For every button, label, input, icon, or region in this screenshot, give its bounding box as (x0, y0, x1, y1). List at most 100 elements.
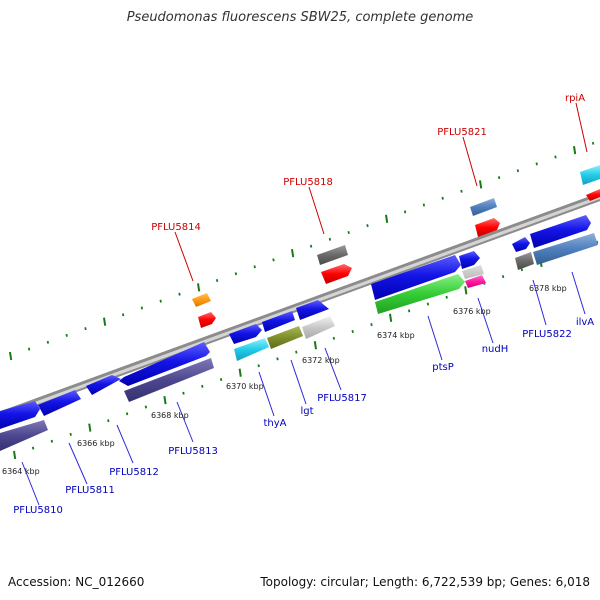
gene-label-pflu5817: PFLU5817 (317, 393, 367, 404)
gene-label-pflu5810: PFLU5810 (13, 505, 63, 516)
scale-tick (253, 265, 256, 269)
gene-label-thya: thyA (263, 418, 286, 429)
gene-feature (86, 375, 121, 395)
gene-feature (302, 316, 335, 339)
scale-tick (107, 419, 110, 423)
upper-feature-track (192, 165, 600, 328)
gene-feature (321, 264, 352, 284)
gene-label-pflu5822: PFLU5822 (522, 329, 572, 340)
scale-tick (445, 295, 448, 299)
scale-tick (159, 299, 162, 303)
gene-feature (192, 293, 211, 307)
upper-tick-row (9, 141, 595, 361)
leader-line-pflu5817 (324, 347, 342, 391)
scale-tick (9, 351, 13, 361)
scale-tick (201, 384, 204, 388)
gene-feature (198, 312, 216, 328)
gene-feature (580, 165, 600, 185)
leader-line-lgt (290, 359, 307, 405)
scale-tick (479, 180, 483, 189)
gene-feature (234, 338, 269, 361)
gene-feature (530, 215, 591, 248)
scale-label: 6368 kbp (151, 411, 189, 420)
scale-tick (332, 336, 336, 340)
scale-tick (178, 292, 181, 296)
scale-tick (460, 189, 463, 193)
gene-label-pflu5811: PFLU5811 (65, 485, 115, 496)
scale-tick (426, 302, 430, 306)
scale-label: 6378 kbp (529, 284, 567, 293)
scale-tick (31, 446, 35, 450)
scale-tick (125, 412, 129, 416)
scale-tick (403, 210, 407, 214)
scale-tick (65, 333, 68, 337)
scale-tick (441, 196, 444, 200)
scale-tick (27, 347, 31, 351)
scale-label: 6364 kbp (2, 467, 40, 476)
scale-tick (46, 340, 50, 344)
gene-feature (124, 358, 214, 402)
gene-label-lgt: lgt (300, 406, 313, 417)
leader-line-pflu5821 (462, 136, 478, 187)
gene-feature (317, 245, 348, 265)
map-title: Pseudomonas fluorescens SBW25, complete … (126, 10, 474, 25)
scale-tick (366, 224, 369, 228)
leader-lines (21, 102, 588, 506)
gene-feature (512, 237, 530, 252)
leader-line-pflu5812 (116, 424, 134, 464)
gene-feature (0, 420, 48, 451)
scale-tick (215, 278, 219, 283)
gene-feature (475, 218, 500, 237)
gene-label-pflu5818: PFLU5818 (283, 177, 333, 188)
gene-label-nudh: nudH (482, 344, 509, 355)
gene-label-ptsp: ptsP (432, 362, 454, 373)
leader-line-pflu5811 (68, 442, 88, 485)
scale-tick (140, 306, 144, 310)
gene-feature (371, 255, 461, 300)
leader-line-pflu5818 (308, 186, 325, 235)
leader-line-nudh (477, 297, 494, 344)
scale-tick (328, 237, 332, 241)
scale-tick (351, 329, 354, 334)
scale-tick (497, 176, 501, 180)
scale-tick (88, 423, 92, 432)
leader-line-rpia (575, 102, 588, 153)
scale-tick (347, 230, 350, 235)
scale-tick (272, 258, 275, 262)
accession-text: Accession: NC_012660 (8, 575, 145, 589)
scale-tick (407, 309, 411, 313)
scale-tick (291, 248, 295, 258)
genome-summary-text: Topology: circular; Length: 6,722,539 bp… (260, 575, 590, 589)
gene-label-rpia: rpiA (565, 93, 585, 104)
scale-tick (309, 244, 313, 248)
gene-feature (296, 300, 329, 320)
leader-line-ilva (571, 271, 586, 315)
gene-label-pflu5814: PFLU5814 (151, 222, 201, 233)
scale-tick (13, 450, 17, 460)
scale-tick (501, 275, 505, 279)
gene-feature (515, 252, 534, 270)
scale-tick (144, 405, 148, 409)
gene-label-pflu5813: PFLU5813 (168, 446, 218, 457)
scale-tick (219, 377, 223, 382)
scale-tick (520, 268, 524, 272)
scale-tick (103, 317, 107, 326)
gene-feature (262, 311, 295, 332)
leader-line-pflu5814 (174, 231, 194, 282)
scale-tick (313, 341, 317, 350)
leader-line-pflu5822 (532, 279, 547, 326)
gene-feature (459, 251, 480, 269)
scale-tick (295, 350, 298, 354)
gene-feature (533, 233, 598, 265)
scale-tick (197, 283, 201, 292)
scale-tick (50, 439, 54, 443)
scale-tick (385, 214, 389, 223)
gene-label-pflu5812: PFLU5812 (109, 467, 159, 478)
leader-line-pflu5810 (21, 461, 40, 506)
gene-feature (0, 401, 40, 429)
scale-tick (182, 391, 185, 395)
gene-feature (465, 275, 486, 288)
gene-feature (229, 324, 262, 344)
scale-tick (121, 313, 125, 317)
